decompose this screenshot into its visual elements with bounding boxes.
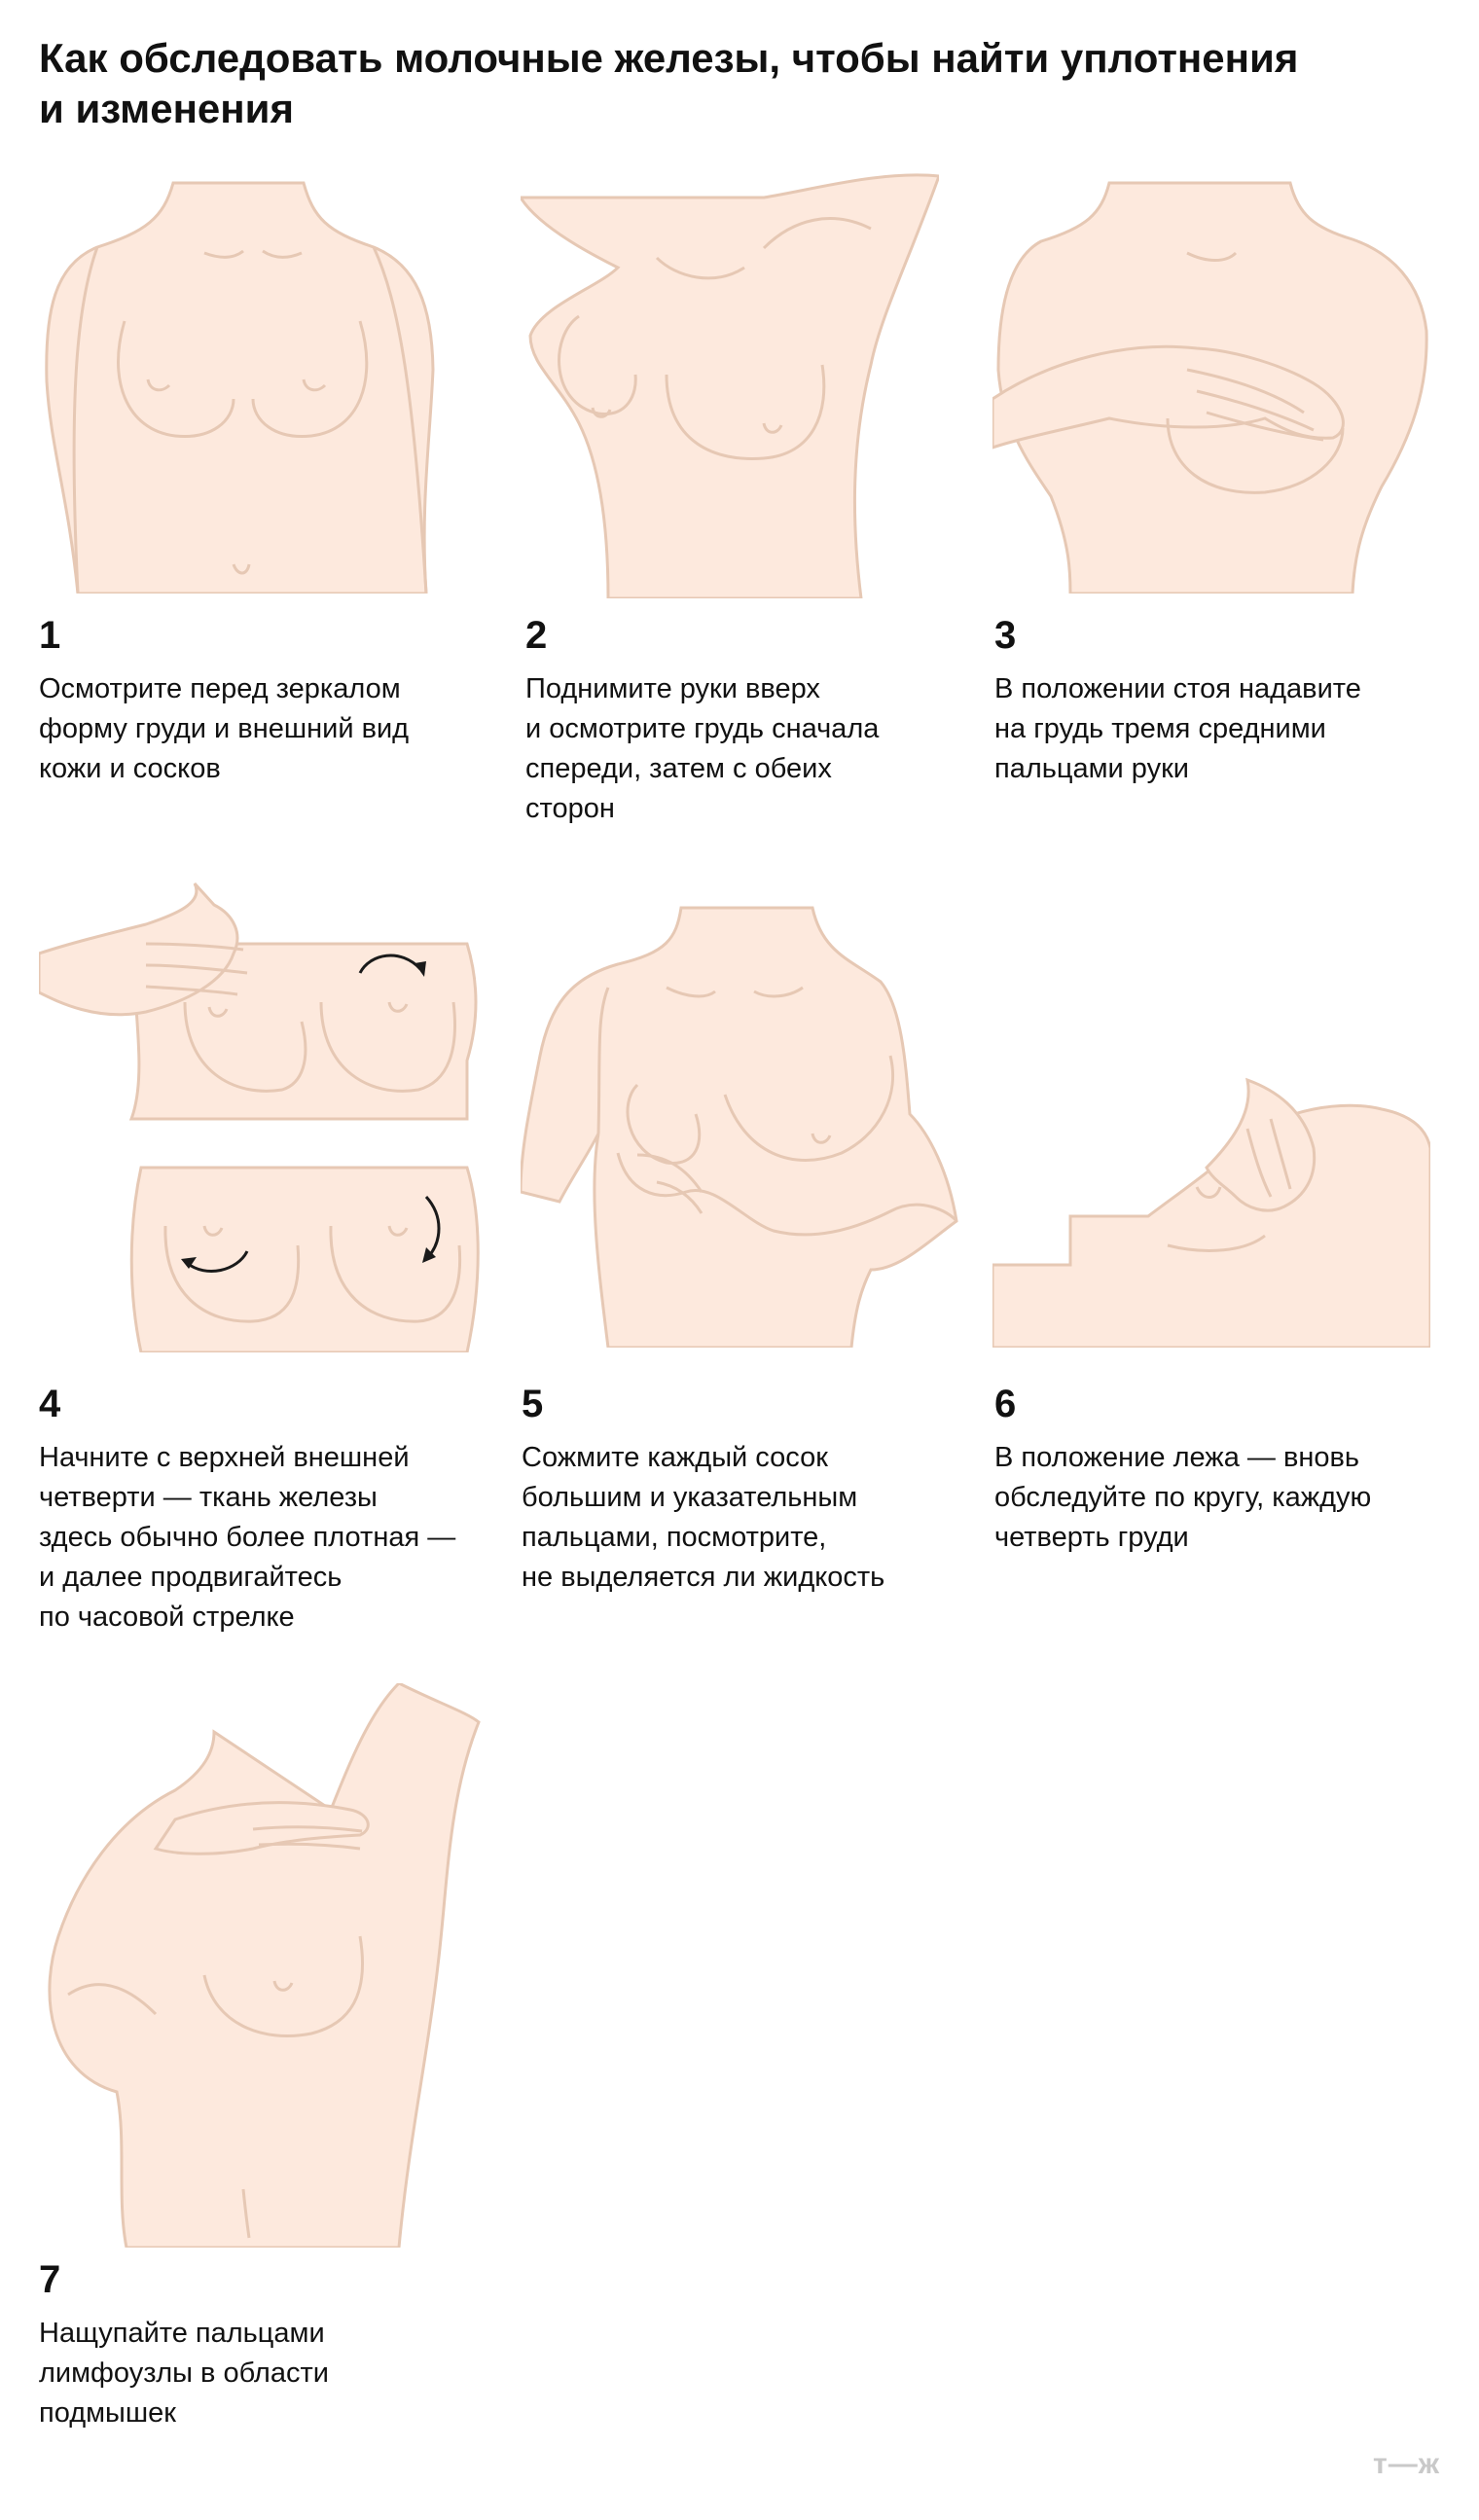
step-6: 6 В положение лежа — вновь обследуйте по…: [994, 1382, 1442, 1558]
step-text-line: Сожмите каждый сосок: [522, 1442, 828, 1473]
step-text-line: Осмотрите перед зеркалом: [39, 673, 401, 704]
page-title: Как обследовать молочные железы, чтобы н…: [39, 33, 1421, 134]
step-description: В положение лежа — вновь обследуйте по к…: [994, 1438, 1442, 1558]
step-number: 4: [39, 1383, 61, 1425]
step-text-line: кожи и сосков: [39, 753, 221, 784]
title-line-2: и изменения: [39, 86, 294, 131]
illustration-step-3: [992, 175, 1430, 594]
step-number: 5: [522, 1383, 544, 1425]
illustration-step-6: [992, 1070, 1430, 1348]
step-5: 5 Сожмите каждый сосок большим и указате…: [522, 1382, 940, 1598]
brand-logo: т—ж: [1373, 2448, 1440, 2480]
step-1: 1 Осмотрите перед зеркалом форму груди и…: [39, 613, 457, 789]
step-text-line: и далее продвигайтесь: [39, 1562, 343, 1593]
step-number: 1: [39, 614, 61, 657]
step-description: Осмотрите перед зеркалом форму груди и в…: [39, 669, 457, 789]
illustration-step-7: [39, 1683, 487, 2248]
step-text-line: пальцами руки: [994, 753, 1189, 784]
step-2: 2 Поднимите руки вверх и осмотрите грудь…: [525, 613, 944, 829]
step-text-line: В положении стоя надавите: [994, 673, 1361, 704]
step-number: 3: [994, 614, 1017, 657]
step-text-line: пальцами, посмотрите,: [522, 1522, 827, 1553]
step-number: 6: [994, 1383, 1017, 1425]
step-description: Поднимите руки вверх и осмотрите грудь с…: [525, 669, 944, 829]
step-description: Нащупайте пальцами лимфоузлы в области п…: [39, 2314, 457, 2433]
step-text-line: Начните с верхней внешней: [39, 1442, 410, 1473]
illustration-step-4: [39, 876, 487, 1352]
step-description: Начните с верхней внешней четверти — тка…: [39, 1438, 496, 1638]
illustration-step-1: [39, 175, 448, 594]
step-text-line: В положение лежа — вновь: [994, 1442, 1360, 1473]
step-text-line: Поднимите руки вверх: [525, 673, 820, 704]
step-text-line: подмышек: [39, 2397, 176, 2429]
step-text-line: сторон: [525, 793, 615, 824]
illustration-step-2: [521, 170, 939, 598]
step-number: 2: [525, 614, 548, 657]
step-description: Сожмите каждый сосок большим и указатель…: [522, 1438, 940, 1598]
step-text-line: форму груди и внешний вид: [39, 713, 410, 744]
step-text-line: обследуйте по кругу, каждую: [994, 1482, 1372, 1513]
step-text-line: на грудь тремя средними: [994, 713, 1326, 744]
step-text-line: лимфоузлы в области: [39, 2358, 329, 2389]
illustration-step-5: [521, 900, 958, 1348]
step-7: 7 Нащупайте пальцами лимфоузлы в области…: [39, 2257, 457, 2433]
step-text-line: большим и указательным: [522, 1482, 858, 1513]
step-4: 4 Начните с верхней внешней четверти — т…: [39, 1382, 496, 1638]
step-text-line: не выделяется ли жидкость: [522, 1562, 885, 1593]
step-description: В положении стоя надавите на грудь тремя…: [994, 669, 1413, 789]
step-text-line: Нащупайте пальцами: [39, 2318, 325, 2349]
step-text-line: по часовой стрелке: [39, 1602, 295, 1633]
step-text-line: четверти — ткань железы: [39, 1482, 378, 1513]
step-text-line: и осмотрите грудь сначала: [525, 713, 880, 744]
step-text-line: здесь обычно более плотная —: [39, 1522, 456, 1553]
title-line-1: Как обследовать молочные железы, чтобы н…: [39, 35, 1299, 81]
step-3: 3 В положении стоя надавите на грудь тре…: [994, 613, 1413, 789]
step-text-line: спереди, затем с обеих: [525, 753, 832, 784]
step-number: 7: [39, 2258, 61, 2301]
step-text-line: четверть груди: [994, 1522, 1189, 1553]
